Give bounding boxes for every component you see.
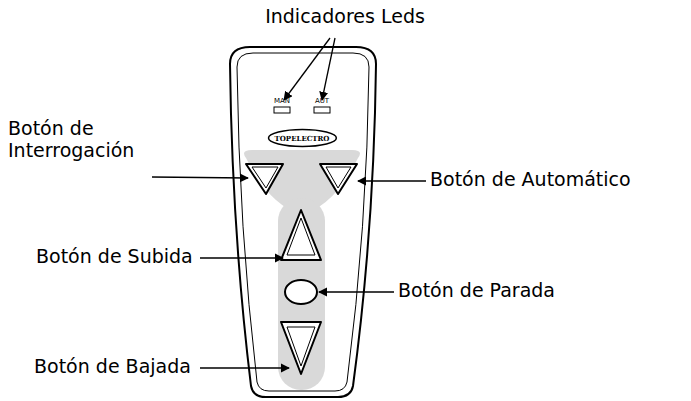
callout-label: Botón de Subida bbox=[36, 246, 193, 268]
callout-label: Botón de Bajada bbox=[34, 356, 191, 378]
leader-arrow bbox=[200, 257, 283, 258]
auto-button bbox=[320, 164, 357, 194]
leader-arrow bbox=[200, 367, 289, 368]
brand-logo-text: TOPELECTRO bbox=[275, 135, 330, 142]
stop-button bbox=[285, 280, 317, 304]
leader-arrow bbox=[319, 291, 394, 292]
down-button bbox=[281, 322, 321, 374]
leader-arrow bbox=[284, 38, 330, 100]
leader-arrow bbox=[358, 180, 426, 181]
logo-oval: TOPELECTRO bbox=[267, 128, 338, 148]
led-aut bbox=[314, 107, 330, 113]
leader-arrow bbox=[152, 177, 248, 178]
up-button-inner bbox=[287, 218, 315, 255]
callout-label: Botón de Parada bbox=[398, 280, 555, 302]
led-label: MAN bbox=[274, 97, 290, 105]
callout-label: Indicadores Leds bbox=[265, 6, 425, 28]
callout-label: Botón de Interrogación bbox=[8, 118, 158, 162]
down-button-inner bbox=[287, 327, 315, 366]
center-button-zone bbox=[278, 198, 325, 390]
remote-housing bbox=[230, 47, 376, 397]
query-button bbox=[246, 164, 283, 194]
up-button bbox=[281, 210, 321, 260]
led-man bbox=[274, 107, 290, 113]
query-button-inner bbox=[252, 167, 278, 188]
callout-label: Botón de Automático bbox=[430, 169, 631, 191]
auto-button-inner bbox=[326, 167, 351, 188]
led-label: AUT bbox=[315, 97, 329, 105]
remote-inner-outline bbox=[237, 53, 369, 391]
leader-arrow bbox=[322, 38, 335, 100]
